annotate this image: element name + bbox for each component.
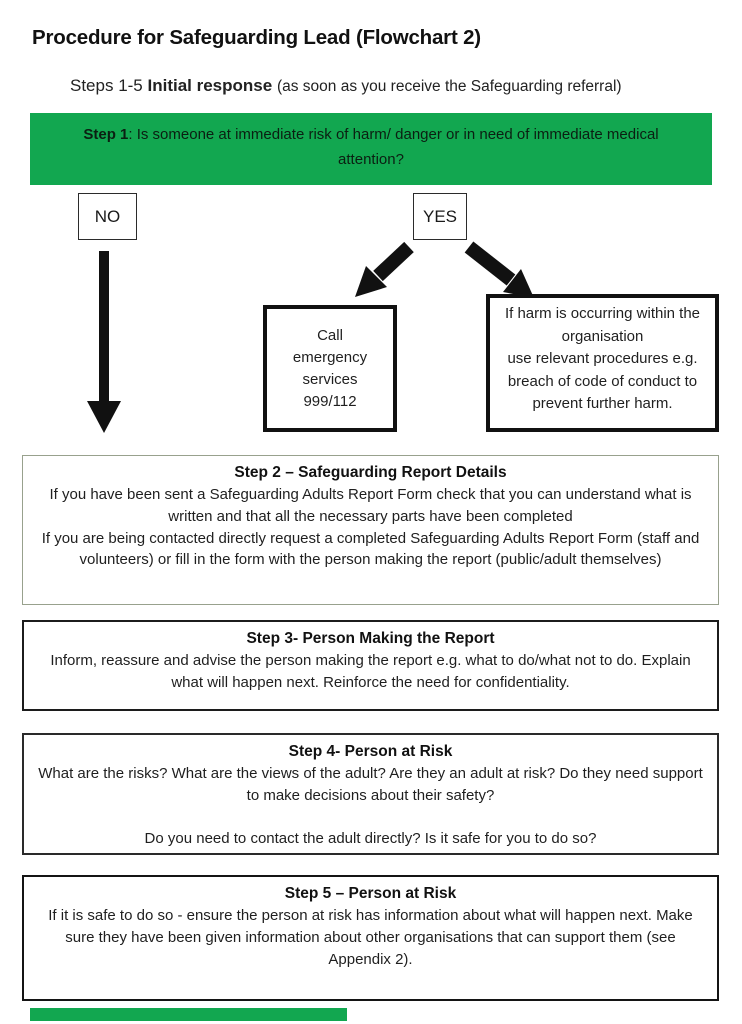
section-subtitle: Steps 1-5 Initial response (as soon as y…	[70, 76, 622, 96]
step1-question: Step 1: Is someone at immediate risk of …	[83, 126, 659, 168]
yes-left-arrow	[355, 241, 414, 297]
yes-box: YES	[413, 193, 467, 240]
no-box: NO	[78, 193, 137, 240]
step5-heading: Step 5 – Person at Risk	[284, 885, 457, 902]
no-label: NO	[94, 206, 121, 226]
step3-body: Inform, reassure and advise the person m…	[50, 652, 691, 691]
step4-body: What are the risks? What are the views o…	[38, 765, 703, 804]
internal-harm-box: If harm is occurring within the organisa…	[486, 294, 719, 432]
yes-right-arrow	[464, 241, 534, 298]
step2-body: If you have been sent a Safeguarding Adu…	[49, 486, 692, 525]
step2-body: If you are being contacted directly requ…	[41, 529, 700, 569]
emergency-line: Call	[317, 326, 343, 344]
yes-label: YES	[422, 206, 458, 226]
step4-box: Step 4- Person at Risk What are the risk…	[22, 733, 719, 855]
step4-body: Do you need to contact the adult directl…	[144, 830, 597, 848]
step5-body: If it is safe to do so - ensure the pers…	[48, 907, 693, 968]
harm-text: use relevant procedures e.g. breach of c…	[507, 350, 698, 412]
emergency-line: emergency	[292, 348, 368, 366]
step4-heading: Step 4- Person at Risk	[288, 743, 453, 760]
emergency-line: 999/112	[303, 392, 357, 410]
step2-box: Step 2 – Safeguarding Report Details If …	[22, 455, 719, 605]
step2-heading: Step 2 – Safeguarding Report Details	[234, 464, 507, 481]
emergency-line: services	[302, 370, 358, 388]
step1-label: Step 1	[83, 126, 129, 143]
no-down-arrow	[87, 251, 121, 433]
step3-heading: Step 3- Person Making the Report	[246, 630, 495, 647]
emergency-services-box: Call emergency services 999/112	[263, 305, 397, 432]
step5-box: Step 5 – Person at Risk If it is safe to…	[22, 875, 719, 1001]
subtitle-emphasis: Initial response	[147, 76, 277, 95]
subtitle-note: (as soon as you receive the Safeguarding…	[276, 78, 622, 95]
page-break-green-bar	[30, 1008, 347, 1021]
step3-box: Step 3- Person Making the Report Inform,…	[22, 620, 719, 711]
step1-banner: Step 1: Is someone at immediate risk of …	[30, 113, 712, 185]
page-title: Procedure for Safeguarding Lead (Flowcha…	[32, 26, 481, 49]
step4-body-spacer	[38, 807, 703, 829]
subtitle-steps-range: Steps 1-5	[70, 76, 148, 95]
harm-text: If harm is occurring within the organisa…	[504, 305, 701, 345]
